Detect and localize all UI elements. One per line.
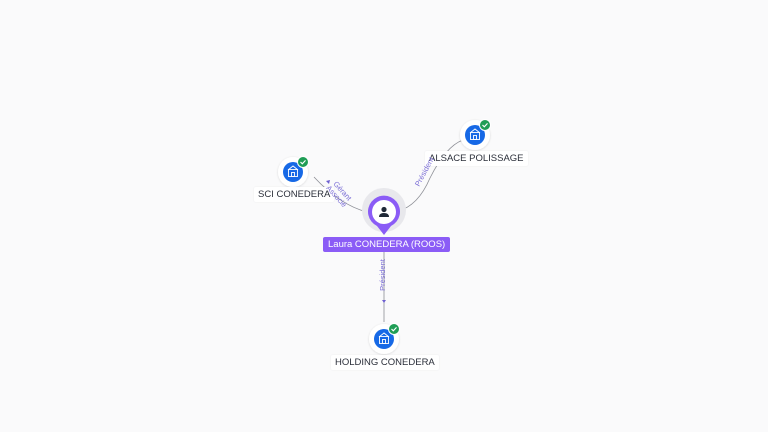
company-node-alsace[interactable] (460, 119, 491, 151)
edges (313, 139, 464, 322)
node-fill (374, 329, 394, 349)
person-node[interactable] (362, 188, 406, 235)
edge-person-alsace (397, 139, 464, 212)
arrow-head-holding (382, 300, 386, 303)
edge-arrows (326, 180, 386, 303)
building-icon (469, 128, 481, 140)
arrow-head-sci (326, 180, 330, 184)
building-icon (378, 332, 390, 344)
verified-check-icon (479, 119, 491, 131)
company-node-holding[interactable] (369, 323, 400, 355)
person-label[interactable]: Laura CONEDERA (ROOS) (323, 237, 451, 252)
verified-check-icon (388, 323, 400, 335)
building-icon (287, 165, 299, 177)
company-node-sci[interactable] (278, 156, 309, 188)
company-label-alsace[interactable]: ALSACE POLISSAGE (425, 151, 528, 166)
edge-person-sci (313, 176, 368, 213)
node-fill (283, 162, 303, 182)
company-label-holding[interactable]: HOLDING CONEDERA (331, 355, 439, 370)
person-icon (379, 206, 389, 217)
node-fill (465, 125, 485, 145)
edge-label-holding: Président (377, 259, 387, 291)
company-label-sci[interactable]: SCI CONEDERA (254, 187, 335, 202)
verified-check-icon (297, 156, 309, 168)
